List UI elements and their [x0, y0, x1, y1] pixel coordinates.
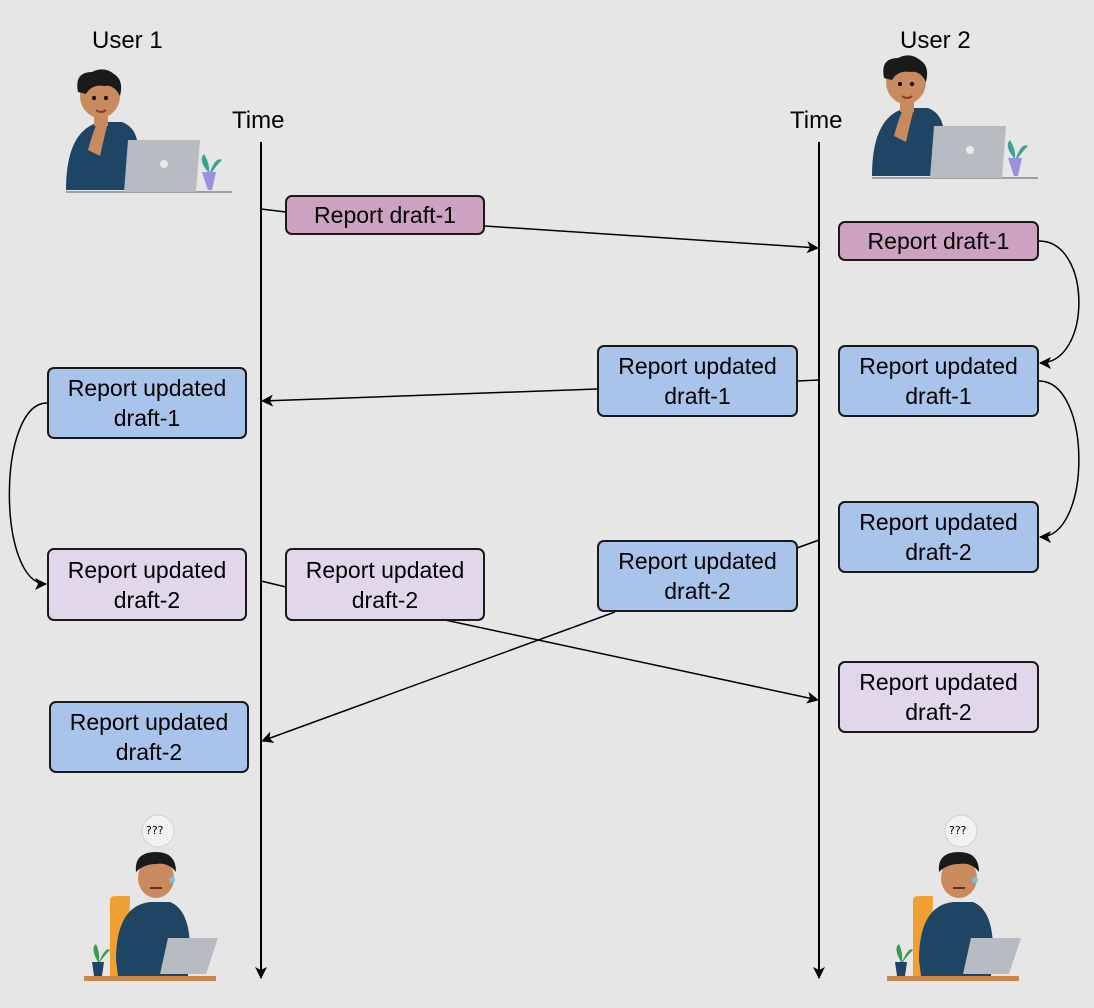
user1-received-report-updated-draft-2: Report updated draft-2: [49, 701, 249, 773]
box-line1: Report updated: [305, 556, 465, 583]
box-line2: draft-2: [113, 586, 181, 613]
box-line2: draft-2: [115, 739, 183, 765]
arrow-updated2-to-user2-b: [444, 619, 819, 704]
user1-report-updated-draft-2: Report updated draft-2: [47, 548, 247, 621]
user2-confused-bubble-text: ???: [949, 824, 967, 837]
curve-user1-edit: [8, 402, 48, 590]
user1-time-label: Time: [232, 107, 285, 134]
message-report-updated-draft-1: Report updated draft-1: [597, 345, 798, 417]
arrow-draft1-to-user2: [260, 208, 287, 213]
curve-user2-edit-2: [1038, 380, 1080, 543]
user2-thinking-person-icon: [872, 55, 1038, 179]
user2-report-updated-draft-2: Report updated draft-2: [838, 501, 1039, 573]
curve-user2-edit-1: [1038, 240, 1080, 369]
user1-confused-person-icon: [84, 814, 218, 981]
box-line1: Report updated: [859, 669, 1018, 695]
box-line2: draft-2: [905, 699, 972, 725]
user1-confused-bubble-text: ???: [146, 824, 164, 837]
box-line1: Report updated: [618, 353, 777, 379]
box-line1: Report updated: [859, 353, 1018, 379]
box-line2: draft-1: [113, 405, 181, 431]
user2-report-draft-1: Report draft-1: [838, 221, 1039, 261]
arrow-updated1-to-user1: [796, 379, 820, 382]
box-line2: draft-2: [905, 539, 972, 565]
arrow-draft1-to-user2-b: [484, 225, 819, 254]
user1-thinking-person-icon: [66, 69, 232, 193]
box-line1: Report draft-1: [314, 202, 456, 228]
user1-report-updated-draft-1: Report updated draft-1: [47, 367, 247, 439]
box-line2: draft-1: [905, 383, 972, 409]
box-line1: Report updated: [859, 509, 1018, 535]
user2-time-label: Time: [790, 107, 843, 134]
box-line1: Report draft-1: [867, 228, 1010, 254]
box-line1: Report updated: [618, 548, 777, 574]
box-line1: Report updated: [67, 375, 227, 401]
arrow-updated1-to-user1-b: [261, 388, 598, 407]
user2-confused-person-icon: [887, 814, 1021, 981]
box-line1: Report updated: [67, 556, 227, 583]
user2-received-report-updated-draft-2: Report updated draft-2: [838, 661, 1039, 733]
message-report-draft-1: Report draft-1: [285, 195, 485, 235]
arrow-user2-updated2-to-user1: [796, 539, 820, 549]
message-report-updated-draft-2-from-user1: Report updated draft-2: [285, 548, 485, 621]
user2-report-updated-draft-1: Report updated draft-1: [838, 345, 1039, 417]
message-report-updated-draft-2-from-user2: Report updated draft-2: [597, 540, 798, 612]
box-line2: draft-1: [664, 383, 731, 409]
arrow-user2-updated2-to-user1-b: [261, 611, 616, 743]
box-line2: draft-2: [664, 578, 731, 604]
box-line1: Report updated: [69, 709, 229, 735]
user2-label: User 2: [900, 27, 971, 54]
box-line2: draft-2: [351, 586, 419, 613]
arrow-updated2-to-user2: [260, 580, 287, 588]
user1-label: User 1: [92, 27, 163, 54]
